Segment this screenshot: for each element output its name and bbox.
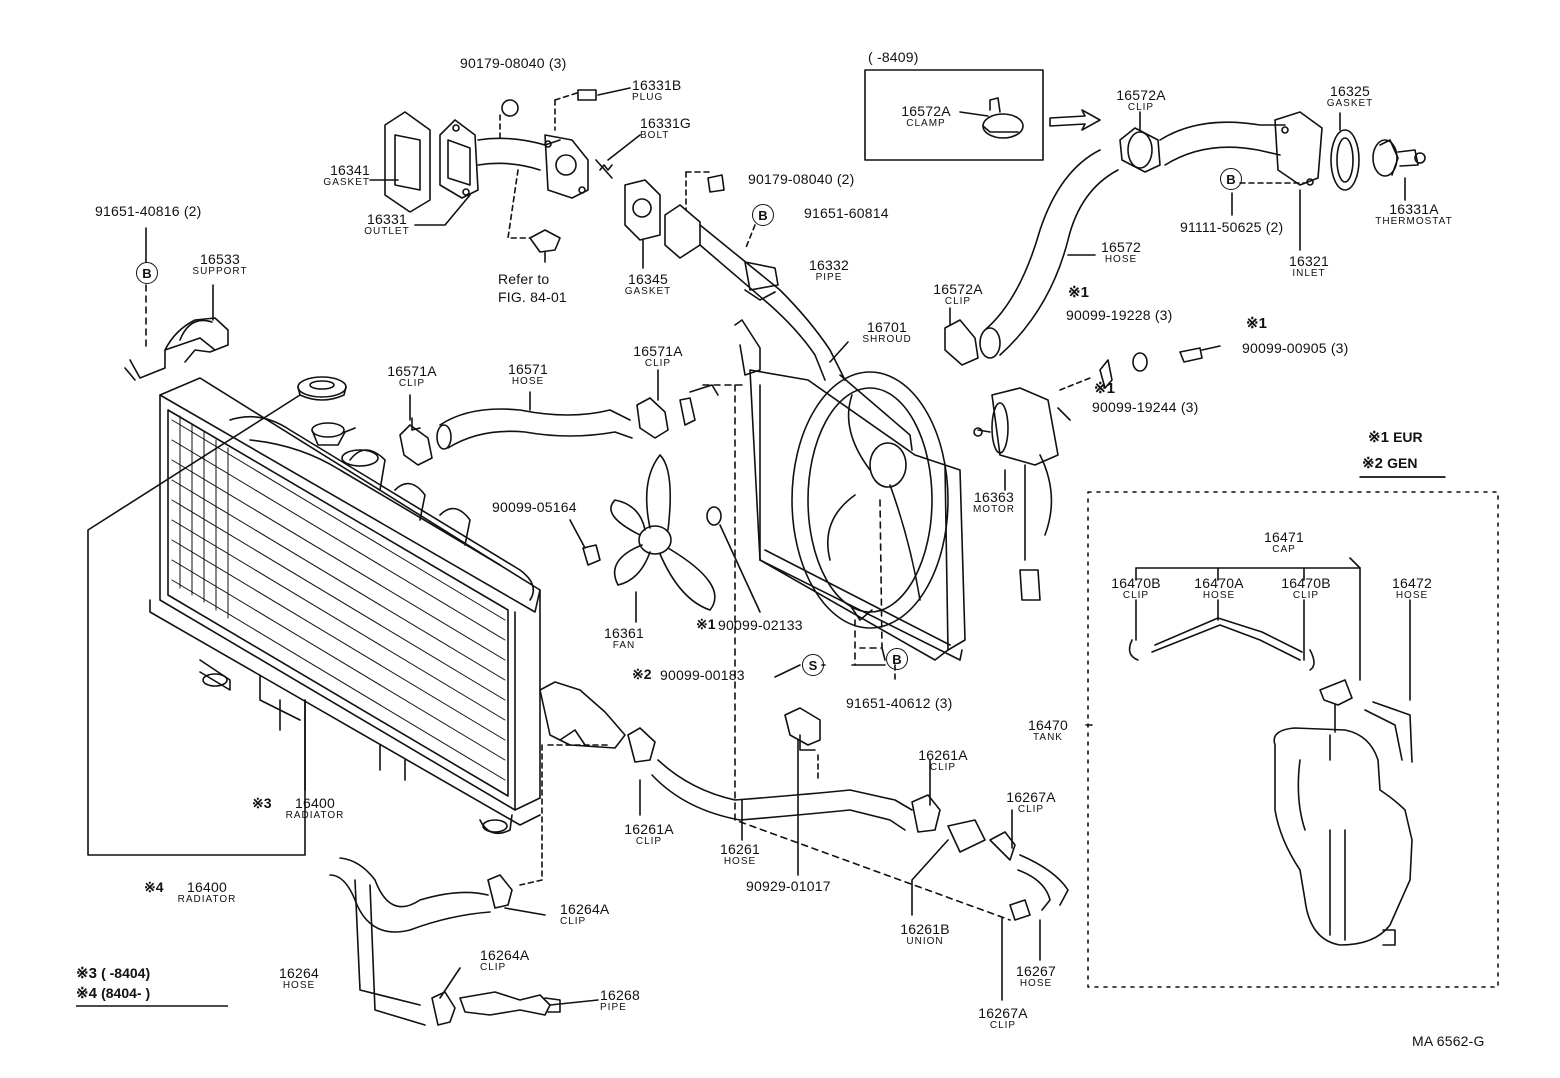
callout-90179-08040-3: 90179-08040 (3)	[460, 55, 567, 71]
mark-eur-3: ※1	[1094, 380, 1115, 397]
tank-box	[1087, 491, 1499, 988]
callout-91651-40816: 91651-40816 (2)	[95, 203, 202, 219]
callout-91651-60814: 91651-60814	[804, 205, 889, 221]
shroud-drawing	[734, 319, 966, 661]
callout-90099-05164: 90099-05164	[492, 499, 577, 515]
illustration-code: MA 6562-G	[1412, 1033, 1485, 1049]
callout-90099-00183: 90099-00183	[660, 667, 745, 683]
callout-90099-19244: 90099-19244 (3)	[1092, 399, 1199, 415]
hose-16571-drawing	[399, 384, 719, 466]
mark-eur-1: ※1	[1068, 284, 1089, 301]
pipe-drawing	[664, 204, 846, 381]
bolt-b-symbol-2: B	[752, 204, 774, 226]
callout-inset-range: ( -8409)	[868, 49, 919, 65]
mark-gen: ※2	[632, 666, 652, 682]
support-drawing	[124, 317, 229, 381]
outlet-drawing	[384, 111, 589, 213]
callout-90099-02133: 90099-02133	[718, 617, 803, 633]
thermostat-drawing	[1119, 111, 1426, 191]
callout-refer-to: Refer to	[498, 271, 550, 287]
tank-drawing	[1128, 617, 1413, 946]
inset-box	[864, 69, 1044, 161]
mark-eur-2: ※1	[1246, 315, 1267, 332]
motor-drawing	[973, 387, 1071, 601]
callout-90099-19228: 90099-19228 (3)	[1066, 307, 1173, 323]
callout-fig-ref: FIG. 84-01	[498, 289, 567, 305]
mark-3: ※3	[252, 795, 272, 811]
lower-hoses-drawing	[329, 681, 1069, 1026]
mark-eur-4: ※1	[696, 616, 716, 632]
screw-s-symbol: S	[802, 654, 824, 676]
callout-90099-00905: 90099-00905 (3)	[1242, 340, 1349, 356]
callout-91651-40612: 91651-40612 (3)	[846, 695, 953, 711]
bolt-b-symbol-4: B	[886, 648, 908, 670]
mark-4: ※4	[144, 879, 164, 895]
bolt-b-symbol-1: B	[136, 262, 158, 284]
callout-90929-01017: 90929-01017	[746, 878, 831, 894]
legend-key-2: ※2 GEN	[1362, 455, 1418, 472]
fan-drawing	[610, 454, 716, 611]
legend-key-4: ※4 (8404- )	[76, 985, 151, 1002]
legend-key-3: ※3 ( -8404)	[76, 965, 151, 982]
legend-key-1: ※1 EUR	[1368, 429, 1423, 446]
hose-16572-drawing	[944, 149, 1119, 366]
bolt-b-symbol-3: B	[1220, 168, 1242, 190]
callout-90179-08040-2: 90179-08040 (2)	[748, 171, 855, 187]
callout-91111-50625: 91111-50625 (2)	[1180, 219, 1284, 235]
radiator-drawing	[149, 376, 541, 835]
